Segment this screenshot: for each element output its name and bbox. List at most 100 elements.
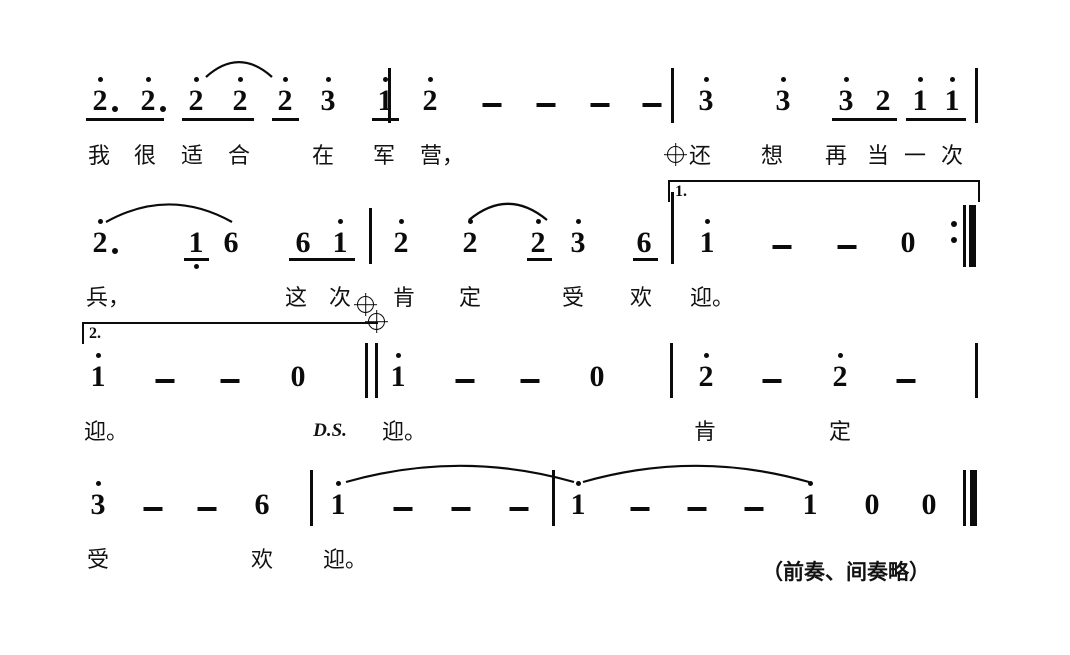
- sustain-dash: [687, 507, 707, 511]
- note-2: 2: [189, 77, 204, 116]
- sustain-dash: [630, 507, 650, 511]
- note-1: 1: [913, 77, 928, 116]
- lyric-syllable: 当: [866, 143, 890, 168]
- lyric-syllable: 迎。: [381, 419, 427, 444]
- octave-dot-high: [395, 353, 401, 358]
- sustain-dash: [143, 507, 163, 511]
- beam-line: [832, 118, 897, 121]
- note-1: 1: [189, 228, 204, 269]
- barline: [369, 208, 372, 264]
- note-0: 0: [900, 226, 916, 259]
- octave-dot-high: [703, 353, 709, 358]
- lyric-syllable: 受: [561, 285, 585, 310]
- octave-dot-high: [575, 481, 581, 486]
- note-3: 3: [321, 77, 336, 116]
- note-2: 2: [141, 77, 156, 116]
- octave-dot-high: [535, 219, 541, 224]
- augmentation-dot: [160, 106, 166, 112]
- octave-dot-high: [843, 77, 849, 82]
- sustain-dash: [642, 103, 662, 107]
- repeat-thick-line: [969, 205, 976, 267]
- octave-dot-high: [837, 353, 843, 358]
- note-6: 6: [295, 226, 311, 259]
- octave-dot-high: [398, 219, 404, 224]
- beam-line: [182, 118, 254, 121]
- lyric-syllable: 迎。: [322, 547, 368, 572]
- note-2: 2: [423, 77, 438, 116]
- lyric-syllable: 适: [180, 143, 204, 168]
- note-6: 6: [223, 226, 239, 259]
- beam-line: [527, 258, 552, 261]
- octave-dot-high: [337, 219, 343, 224]
- sustain-dash: [197, 507, 217, 511]
- octave-dot-high: [949, 77, 955, 82]
- lyric-syllable: 这: [284, 285, 308, 310]
- lyric-syllable: 定: [458, 285, 482, 310]
- ds-mark: D.S.: [313, 420, 347, 441]
- lyric-syllable: 欢: [250, 547, 274, 572]
- sustain-dash: [536, 103, 556, 107]
- sustain-dash: [455, 379, 475, 383]
- sustain-dash: [772, 245, 792, 249]
- lyric-syllable: 次: [328, 285, 352, 310]
- barline: [670, 343, 673, 398]
- beam-line: [633, 258, 658, 261]
- beam-line: [372, 118, 399, 121]
- note-1: 1: [700, 219, 715, 258]
- note-0: 0: [921, 488, 937, 521]
- lyric-syllable: 兵，: [85, 285, 131, 310]
- augmentation-dot: [112, 248, 118, 254]
- lyric-syllable: 次: [940, 143, 964, 168]
- lyric-syllable: 合: [227, 143, 251, 168]
- beam-line: [272, 118, 299, 121]
- note-0: 0: [589, 360, 605, 393]
- barline: [310, 470, 313, 526]
- octave-dot-high: [917, 77, 923, 82]
- footnote-text: （前奏、间奏略）: [762, 560, 930, 584]
- barline: [375, 343, 378, 398]
- note-3: 3: [571, 219, 586, 258]
- note-1: 1: [333, 219, 348, 258]
- sustain-dash: [896, 379, 916, 383]
- octave-dot-high: [282, 77, 288, 82]
- note-3: 3: [839, 77, 854, 116]
- lyric-syllable: 迎。: [689, 285, 735, 310]
- sustain-dash: [155, 379, 175, 383]
- note-2: 2: [93, 77, 108, 116]
- note-1: 1: [391, 353, 406, 392]
- note-2: 2: [394, 219, 409, 258]
- sustain-dash: [451, 507, 471, 511]
- lyric-syllable: 营，: [419, 143, 465, 168]
- octave-dot-high: [382, 77, 388, 82]
- volta-label: 2.: [89, 325, 101, 342]
- slur-arc: [205, 61, 273, 78]
- octave-dot-low: [193, 264, 199, 269]
- note-2: 2: [463, 219, 478, 258]
- repeat-dot-lower: [951, 237, 957, 243]
- lyric-syllable: 一: [903, 143, 927, 168]
- lyric-syllable: 受: [86, 547, 110, 572]
- sustain-dash: [393, 507, 413, 511]
- sustain-dash: [520, 379, 540, 383]
- note-2: 2: [278, 77, 293, 116]
- note-0: 0: [864, 488, 880, 521]
- volta-label: 1.: [675, 183, 687, 200]
- note-6: 6: [636, 226, 652, 259]
- lyric-syllable: 迎。: [83, 419, 129, 444]
- beam-line: [86, 118, 164, 121]
- note-3: 3: [91, 481, 106, 520]
- final-barline-thick: [970, 470, 977, 526]
- octave-dot-high: [95, 353, 101, 358]
- sustain-dash: [590, 103, 610, 107]
- beam-line: [184, 258, 209, 261]
- barline: [365, 343, 368, 398]
- note-1: 1: [378, 77, 393, 116]
- note-1: 1: [803, 481, 818, 520]
- sustain-dash: [220, 379, 240, 383]
- octave-dot-high: [97, 77, 103, 82]
- octave-dot-high: [193, 77, 199, 82]
- barline: [552, 470, 555, 526]
- sustain-dash: [744, 507, 764, 511]
- lyric-syllable: 定: [828, 419, 852, 444]
- sustain-dash: [509, 507, 529, 511]
